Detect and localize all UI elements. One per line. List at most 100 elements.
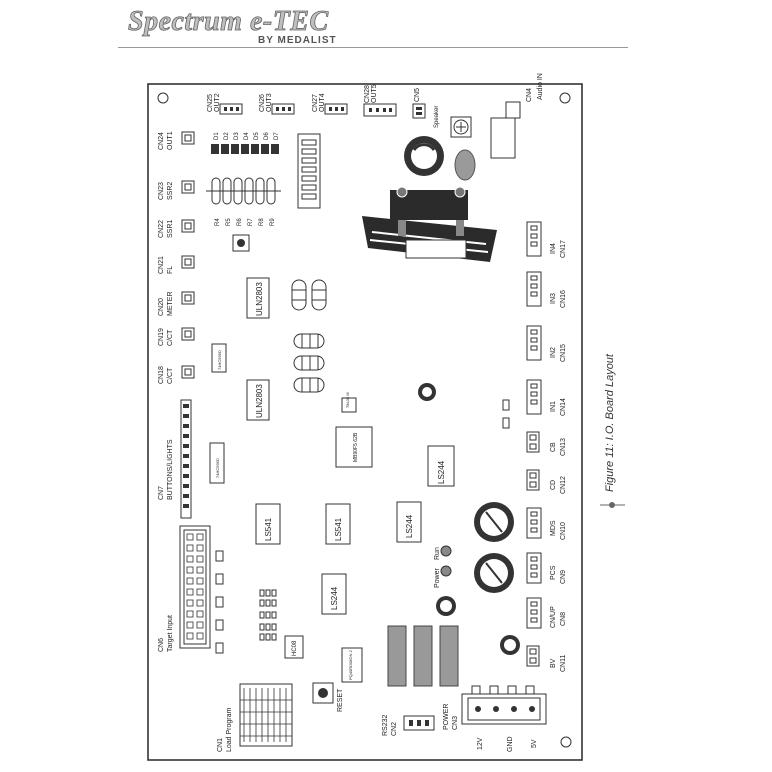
- svg-text:POWER: POWER: [443, 704, 450, 730]
- right-connector-cn12: CD CN12: [526, 469, 567, 494]
- svg-text:LS541: LS541: [334, 517, 343, 541]
- svg-text:CN5: CN5: [414, 88, 421, 102]
- svg-text:IN4: IN4: [550, 243, 557, 254]
- pin-5v: 5V: [531, 739, 538, 748]
- svg-text:CN3: CN3: [452, 716, 459, 730]
- top-connector-cn26: CN26 OUT3: [259, 93, 295, 115]
- svg-text:IN3: IN3: [550, 293, 557, 304]
- right-connector-cn11: BV CN11: [526, 645, 567, 672]
- chip-uln2803-mid: ULN2803: [246, 379, 270, 421]
- svg-text:CN2: CN2: [391, 722, 398, 736]
- medalist-logo: Spectrum e-TEC BY MEDALIST: [128, 4, 358, 48]
- chip-ls244-right: LS244: [427, 445, 455, 487]
- mounting-hole: [559, 92, 571, 104]
- left-connector-cn23: CN23 SSR2: [158, 180, 195, 200]
- mounting-hole: [560, 736, 572, 748]
- bottom-connector-cn2: RS232 CN2: [382, 714, 435, 736]
- left-connector-cn6: CN6 Target Input: [158, 525, 211, 652]
- chip-mcu: MB90F5 62B: [335, 426, 373, 468]
- right-connector-cn16: IN3 CN16: [526, 271, 567, 308]
- capacitor-small-b: [436, 596, 456, 616]
- capacitor-large: [404, 136, 444, 176]
- svg-text:CN9: CN9: [560, 570, 567, 584]
- top-connector-cn28: CN28 OUT5: [363, 84, 397, 117]
- svg-text:CN8: CN8: [560, 612, 567, 626]
- left-connector-cn21: CN21 FL: [158, 255, 195, 274]
- svg-text:IN1: IN1: [550, 401, 557, 412]
- relay-coils: [291, 279, 327, 393]
- svg-text:R9: R9: [270, 218, 276, 226]
- chip-ls244-mid: LS244: [396, 501, 422, 543]
- capacitor-small-a: [418, 383, 436, 401]
- svg-text:Load Program: Load Program: [226, 707, 233, 752]
- bottom-connector-cn3: POWER CN3 12V GND 5V: [443, 685, 547, 752]
- top-connector-cn25: CN25 OUT2: [207, 93, 243, 115]
- top-connector-cn27: CN27 OUT4: [312, 93, 348, 115]
- led-row: D1 D2 D3 D4 D5 D6 D7: [211, 132, 280, 154]
- chip-74hc595-top: 74HC595D: [211, 343, 227, 373]
- reset-button: RESET: [312, 682, 344, 712]
- svg-text:SSR2: SSR2: [167, 182, 174, 200]
- svg-text:CN18: CN18: [158, 366, 165, 384]
- svg-text:LS541: LS541: [264, 517, 273, 541]
- svg-text:CN7: CN7: [158, 486, 165, 500]
- svg-text:LS244: LS244: [330, 586, 339, 610]
- chip-hc08: HC08: [284, 635, 304, 659]
- svg-text:CN23: CN23: [158, 182, 165, 200]
- tactile-switch: [232, 234, 250, 252]
- svg-text:R5: R5: [226, 218, 232, 226]
- left-connector-cn22: CN22 SSR1: [158, 219, 195, 238]
- svg-text:CD: CD: [550, 480, 557, 490]
- right-connector-cn13: CB CN13: [526, 431, 567, 456]
- svg-text:BUTTONS/LIGHTS: BUTTONS/LIGHTS: [167, 439, 174, 500]
- svg-text:CN16: CN16: [560, 290, 567, 308]
- chip-ls541-b: LS541: [325, 503, 351, 545]
- capacitor-big-b: [474, 553, 514, 593]
- svg-text:CB: CB: [550, 442, 557, 452]
- svg-text:CN11: CN11: [560, 655, 567, 672]
- svg-text:CN26: CN26: [259, 94, 266, 112]
- svg-text:D5: D5: [254, 132, 260, 140]
- svg-text:CN21: CN21: [158, 256, 165, 274]
- svg-text:CN1: CN1: [217, 738, 224, 752]
- left-connector-cn19: CN19 C/CT: [158, 327, 195, 346]
- svg-text:BV: BV: [550, 658, 557, 668]
- chip-pq-regulator: PQ40RD08ON 2: [341, 647, 363, 683]
- svg-text:METER: METER: [167, 292, 174, 317]
- trimmer-pot: [450, 116, 472, 138]
- svg-text:RESET: RESET: [337, 688, 344, 712]
- svg-text:SSR1: SSR1: [167, 220, 174, 238]
- right-connector-cn15: IN2 CN15: [526, 325, 567, 362]
- svg-text:MB90F5 62B: MB90F5 62B: [353, 432, 359, 462]
- svg-text:LS244: LS244: [437, 460, 446, 484]
- status-leds: Run Power: [434, 545, 452, 588]
- svg-text:CN22: CN22: [158, 220, 165, 238]
- svg-text:D6: D6: [264, 132, 270, 140]
- pin-12v: 12V: [477, 737, 484, 750]
- svg-text:CN27: CN27: [312, 94, 319, 112]
- svg-text:CN13: CN13: [560, 438, 567, 456]
- small-pads: [215, 550, 224, 654]
- svg-text:D3: D3: [234, 132, 240, 140]
- svg-text:C/CT: C/CT: [167, 367, 174, 384]
- top-connector-cn5: CN5 Speaker: [412, 88, 440, 128]
- svg-text:CN19: CN19: [158, 328, 165, 346]
- top-connector-cn4: CN4 Audio IN: [490, 73, 544, 159]
- heatsink: [362, 186, 497, 262]
- figure-caption: Figure 11: I.O. Board Layout: [604, 353, 616, 492]
- left-connector-cn18: CN18 C/CT: [158, 365, 195, 384]
- svg-text:ULN2803: ULN2803: [255, 282, 264, 316]
- svg-text:LS244: LS244: [405, 514, 414, 538]
- svg-text:Target Input: Target Input: [167, 615, 174, 652]
- svg-text:R7: R7: [248, 218, 254, 226]
- svg-text:CN15: CN15: [560, 344, 567, 362]
- resistor-array: R4 R5 R6 R7 R8 R9: [206, 177, 281, 226]
- svg-text:HC08: HC08: [292, 640, 298, 656]
- svg-text:74HC595D: 74HC595D: [215, 458, 220, 478]
- svg-text:D7: D7: [274, 132, 280, 140]
- capacitor-small-c: [500, 635, 520, 655]
- svg-text:D1: D1: [214, 132, 220, 140]
- small-pads-right: [502, 399, 510, 429]
